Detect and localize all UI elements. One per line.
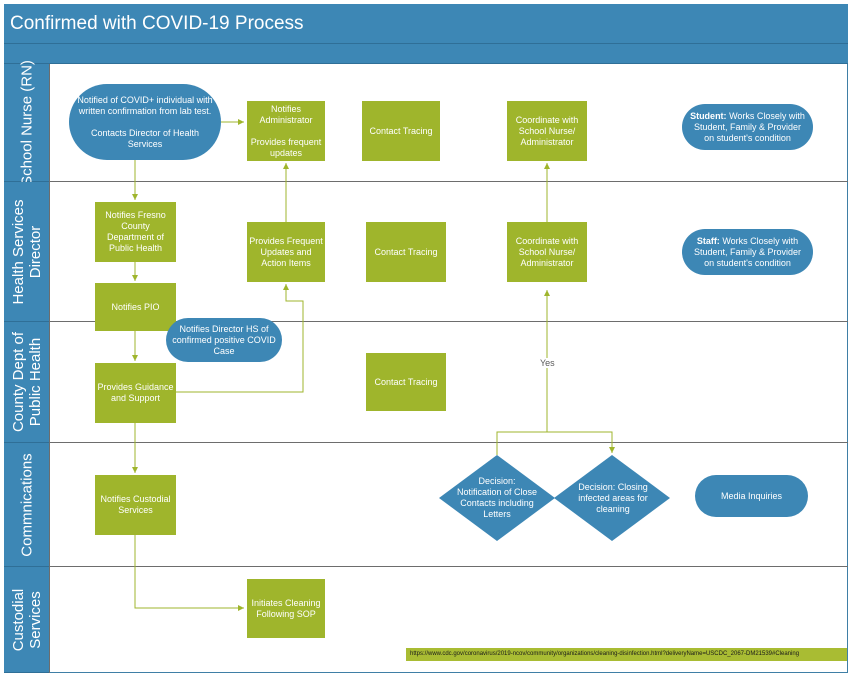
title-bar: Confirmed with COVID-19 Process (4, 4, 848, 44)
decision-closing-node: Decision: Closing infected areas for cle… (578, 481, 648, 514)
contact-tracing-node: Contact Tracing (362, 101, 440, 161)
staff-note-node: Staff: Works Closely with Student, Famil… (682, 229, 813, 275)
notifies-administrator-node: Notifies Administrator Provides frequent… (247, 101, 325, 161)
initiates-cleaning-node: Initiates Cleaning Following SOP (247, 579, 325, 638)
student-note-text: Student: Works Closely with Student, Fam… (688, 111, 807, 144)
notifies-director-node: Notifies Director HS of confirmed positi… (166, 318, 282, 362)
lane-label-health-services-director: Health Services Director (4, 182, 49, 322)
student-note-body: Works Closely with Student, Family & Pro… (693, 110, 805, 143)
lane-divider (49, 321, 848, 322)
staff-note-body: Works Closely with Student, Family & Pro… (693, 235, 802, 268)
contact-tracing-node: Contact Tracing (366, 353, 446, 411)
diagram-title: Confirmed with COVID-19 Process (10, 13, 304, 34)
decision-closing-shape (554, 455, 670, 541)
reference-link[interactable]: https://www.cdc.gov/coronavirus/2019-nco… (406, 648, 847, 661)
lane-label-county-dept: County Dept of Public Health (4, 322, 49, 443)
provides-frequent-node: Provides Frequent Updates and Action Ite… (247, 222, 325, 282)
notifies-pio-node: Notifies PIO (95, 283, 176, 331)
lane-divider (49, 181, 848, 182)
staff-note-bold: Staff: (696, 235, 720, 246)
decision-notification-node: Decision: Notification of Close Contacts… (456, 476, 538, 519)
decision-diamonds (439, 455, 670, 541)
provides-guidance-node: Provides Guidance and Support (95, 363, 176, 423)
decision-notification-shape (439, 455, 555, 541)
arrow-to-provides-frequent (176, 284, 304, 393)
decision-branch (496, 431, 615, 455)
staff-note-text: Staff: Works Closely with Student, Famil… (688, 236, 807, 269)
contact-tracing-node: Contact Tracing (366, 222, 446, 282)
student-note-node: Student: Works Closely with Student, Fam… (682, 104, 813, 150)
lane-label-custodial: Custodial Services (4, 567, 49, 673)
coordinate-node: Coordinate with School Nurse/ Administra… (507, 222, 587, 282)
lane-divider (49, 566, 848, 567)
notified-covid-node: Notified of COVID+ individual with writt… (69, 84, 221, 160)
student-note-bold: Student: (690, 110, 727, 121)
notifies-fresno-node: Notifies Fresno County Department of Pub… (95, 202, 176, 262)
header-strip (4, 44, 848, 64)
lane-divider (49, 442, 848, 443)
yes-label: Yes (539, 358, 556, 368)
notifies-custodial-node: Notifies Custodial Services (95, 475, 176, 535)
lane-label-communications: Commnications (4, 443, 49, 567)
arrow-to-initiates-cleaning (134, 535, 244, 611)
media-inquiries-node: Media Inquiries (695, 475, 808, 517)
lane-divider-vertical (49, 64, 50, 673)
coordinate-node: Coordinate with School Nurse/ Administra… (507, 101, 587, 161)
lane-label-school-nurse: School Nurse (RN) (4, 60, 49, 185)
